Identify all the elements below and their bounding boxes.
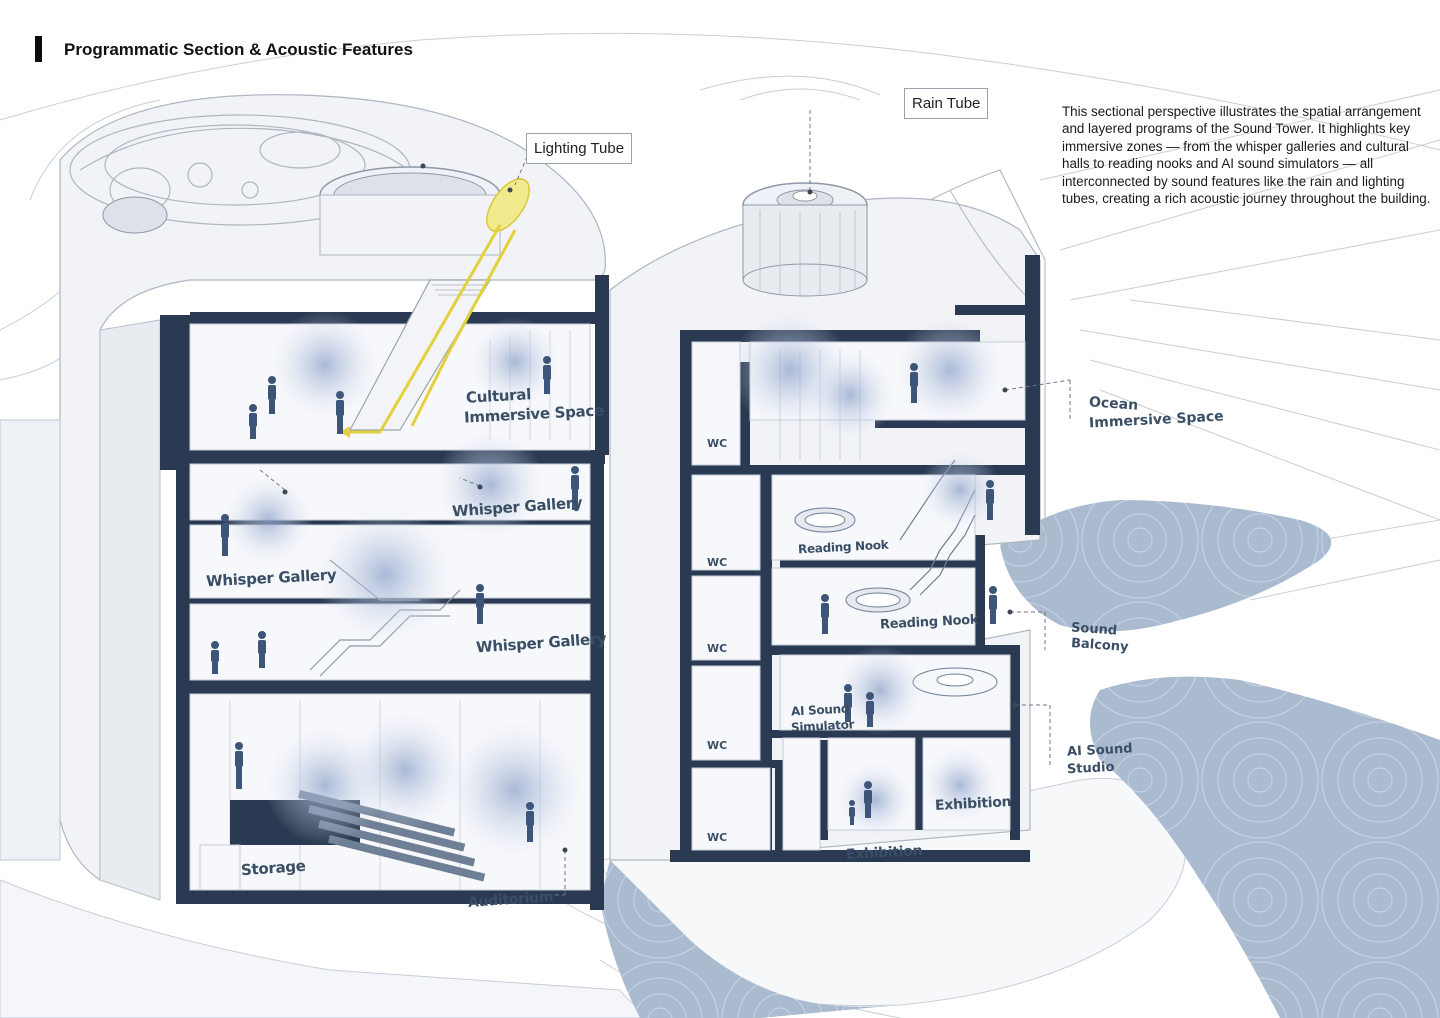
label-wc-5: WC — [707, 831, 728, 844]
callout-lighting-tube: Lighting Tube — [526, 133, 633, 164]
title-marker — [35, 36, 42, 62]
people — [211, 356, 997, 842]
page-title: Programmatic Section & Acoustic Features — [64, 40, 413, 59]
water-pond-lower — [1090, 676, 1440, 1018]
callout-rain-tube: Rain Tube — [904, 88, 989, 119]
label-ai-sound-studio-2: Studio — [1066, 759, 1115, 778]
water-pond-front — [600, 860, 900, 1018]
leader-lines — [259, 110, 1071, 896]
label-wc-3: WC — [707, 642, 728, 655]
description-text: This sectional perspective illustrates t… — [1062, 104, 1431, 207]
sound-halos — [223, 310, 1005, 860]
water-pond-upper — [1000, 500, 1332, 632]
label-cultural: Cultural — [465, 385, 532, 407]
label-wc-1: WC — [707, 437, 728, 450]
label-wc-4: WC — [707, 739, 728, 752]
leader-dots — [282, 163, 1018, 853]
label-wc-2: WC — [707, 556, 728, 569]
